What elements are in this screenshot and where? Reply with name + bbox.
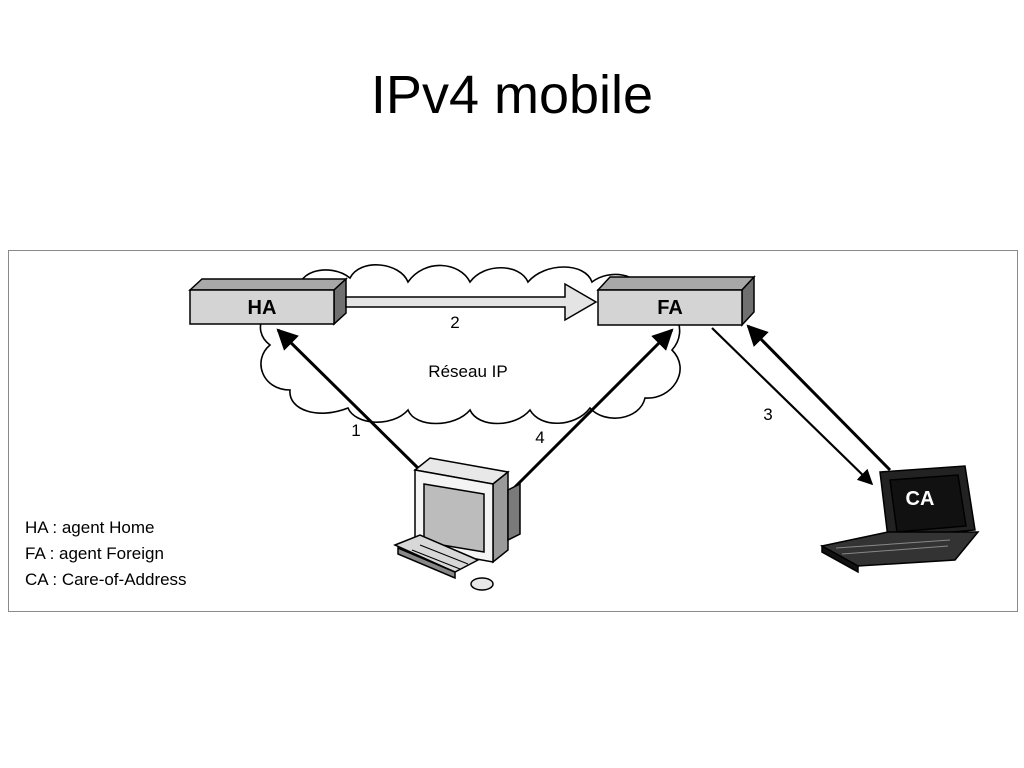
home-agent-box (188, 277, 348, 326)
slide-title: IPv4 mobile (370, 65, 654, 125)
diagram-frame (8, 250, 1018, 612)
ha-label: HA (248, 297, 277, 319)
ca-label: CA (906, 488, 935, 510)
step-1-label: 1 (351, 421, 360, 440)
legend-item-ha: HA : agent Home (25, 518, 155, 537)
step-2-label: 2 (450, 313, 459, 332)
legend-item-ca: CA : Care-of-Address (25, 570, 187, 589)
desktop-computer-icon (393, 457, 521, 591)
network-label: Réseau IP (428, 362, 507, 381)
step-4-label: 4 (535, 428, 544, 447)
fa-label: FA (657, 297, 683, 319)
foreign-agent-box (596, 275, 756, 327)
arrow-3 (711, 324, 892, 486)
laptop-icon (819, 465, 980, 574)
step-3-label: 3 (763, 405, 772, 424)
legend: HA : agent Home FA : agent Foreign CA : … (25, 515, 187, 593)
arrow-1 (276, 328, 422, 472)
arrow-4 (512, 328, 674, 490)
tunnel-arrow-2 (345, 282, 598, 322)
legend-item-fa: FA : agent Foreign (25, 544, 164, 563)
